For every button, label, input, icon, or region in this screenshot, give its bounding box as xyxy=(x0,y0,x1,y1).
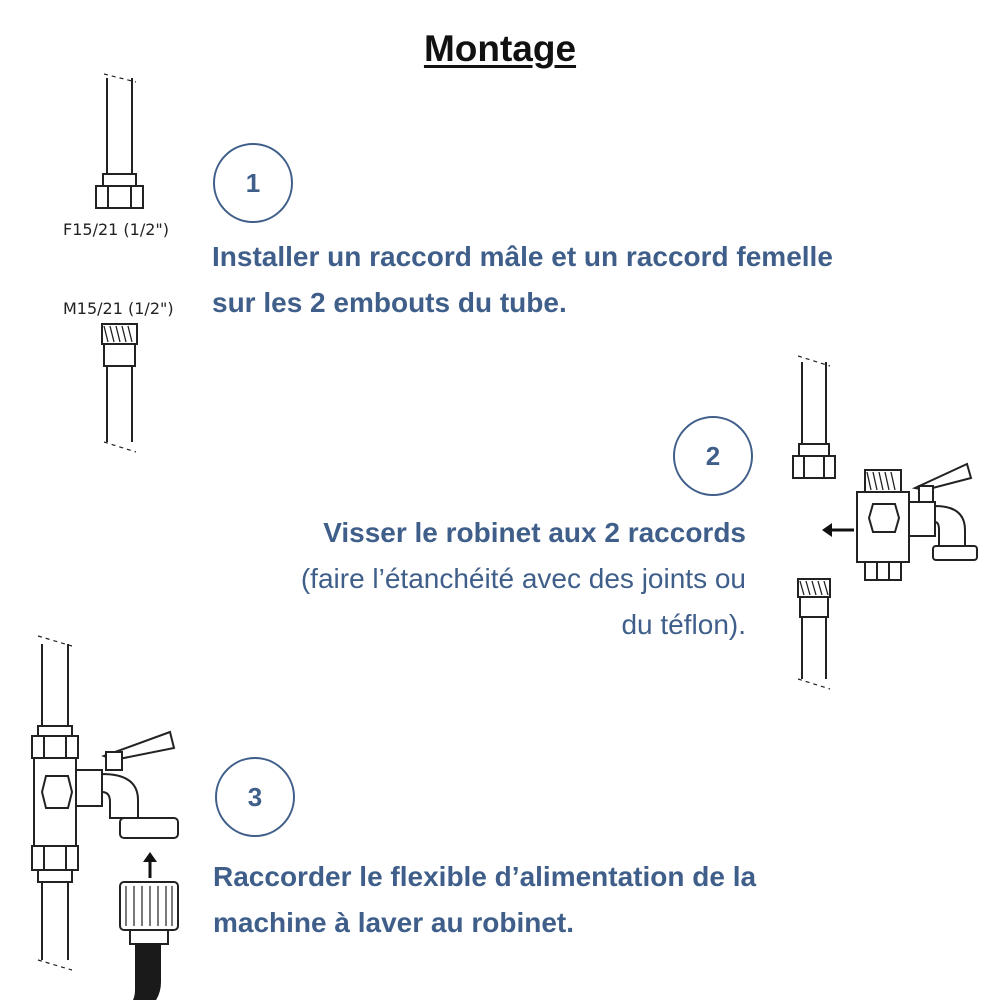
step-2-line-1: Visser le robinet aux 2 raccords xyxy=(323,517,746,548)
step-2-line-3: du téflon). xyxy=(621,609,746,640)
valve-drawing xyxy=(856,462,978,581)
female-fitting-label: F15/21 (1/2") xyxy=(63,220,169,239)
male-fitting-label: M15/21 (1/2") xyxy=(63,299,174,318)
assembly-drawing xyxy=(31,635,179,1000)
male-fitting-drawing xyxy=(101,323,138,453)
arrow-left-icon xyxy=(822,523,854,537)
step-1-text: Installer un raccord mâle et un raccord … xyxy=(212,234,972,326)
page-title: Montage xyxy=(423,28,577,69)
arrow-up-icon xyxy=(143,852,157,878)
step-2-number: 2 xyxy=(673,416,753,496)
step-2-text: Visser le robinet aux 2 raccords (faire … xyxy=(150,510,746,648)
step-2-upper-tube-drawing xyxy=(792,355,836,479)
step-1-number: 1 xyxy=(213,143,293,223)
step-3-line-1: Raccorder le flexible d’alimentation de … xyxy=(213,861,757,892)
female-fitting-drawing xyxy=(95,73,144,209)
step-3-text: Raccorder le flexible d’alimentation de … xyxy=(213,854,973,946)
step-1-line-1: Installer un raccord mâle et un raccord … xyxy=(212,241,833,272)
step-3-line-2: machine à laver au robinet. xyxy=(213,907,575,938)
step-2-lower-tube-drawing xyxy=(797,578,831,690)
step-2-line-2: (faire l’étanchéité avec des joints ou xyxy=(300,563,746,594)
step-3-number: 3 xyxy=(215,757,295,837)
step-1-line-2: sur les 2 embouts du tube. xyxy=(212,287,567,318)
